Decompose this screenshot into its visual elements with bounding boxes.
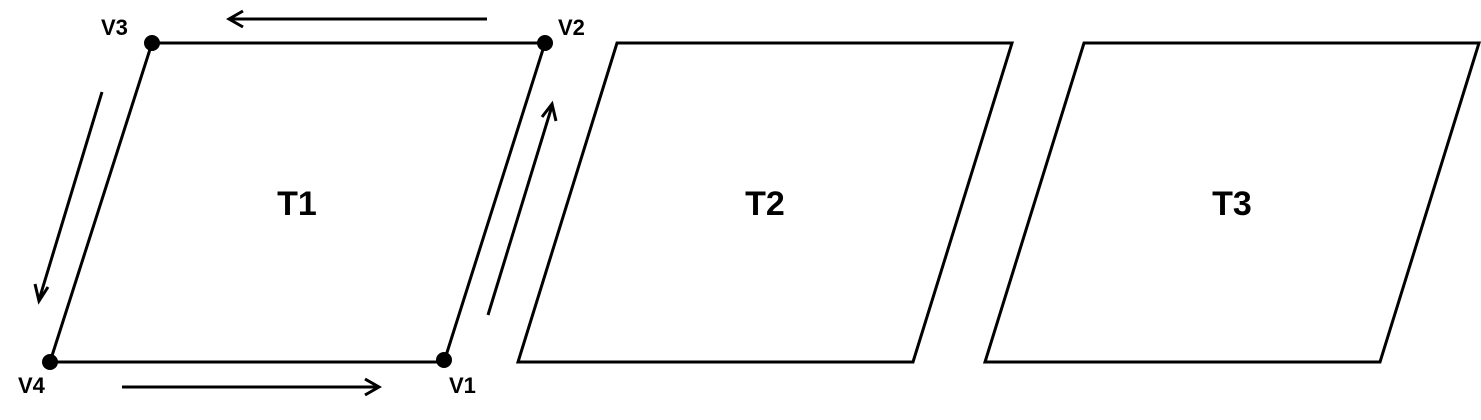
vertex-dot-v3 [144,35,160,51]
parallelogram-t2 [515,41,1015,364]
shape-label-t1: T1 [277,185,317,223]
arrow-top-left [225,9,487,29]
shape-label-t3: T3 [1212,185,1252,223]
vertex-dot-v2 [537,35,553,51]
vertex-dot-v4 [42,354,58,370]
shape-label-t2: T2 [745,185,785,223]
vertex-dot-v1 [436,352,452,368]
parallelogram-t3 [982,41,1481,364]
vertex-label-v2: V2 [558,15,585,40]
arrow-right-up [486,100,558,316]
vertex-label-v3: V3 [101,15,128,40]
arrow-bottom-right [122,377,383,397]
arrow-left-down [33,91,104,305]
vertex-label-v1: V1 [449,373,476,398]
vertex-label-v4: V4 [18,373,46,398]
